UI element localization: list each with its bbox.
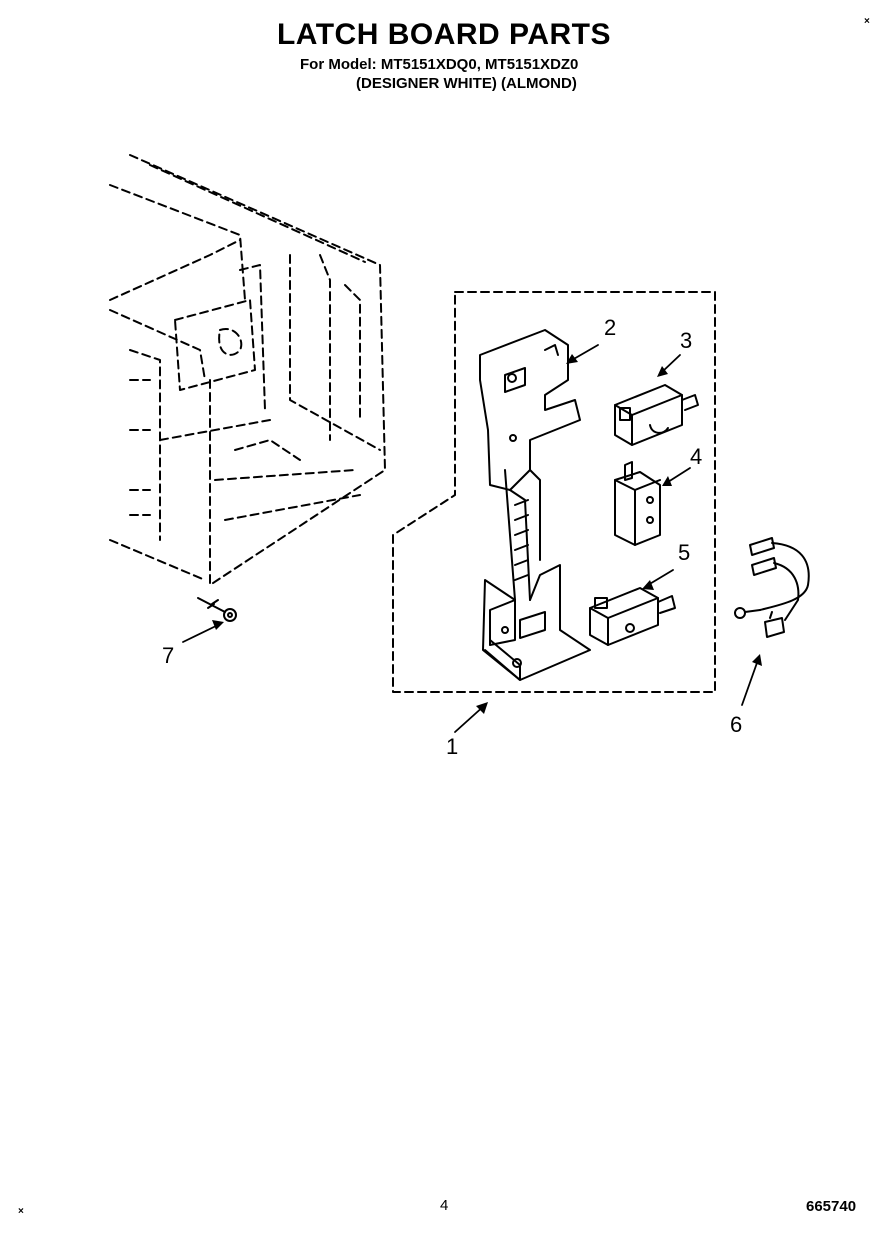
corner-mark-top-right: × bbox=[864, 16, 870, 27]
switch-part-5 bbox=[589, 587, 676, 646]
callout-numbers: 1 2 3 4 5 6 7 bbox=[162, 315, 742, 759]
variant-line: (DESIGNER WHITE) (ALMOND) bbox=[356, 75, 577, 92]
switch-part-4 bbox=[614, 461, 661, 546]
page-title: LATCH BOARD PARTS bbox=[276, 18, 612, 51]
wire-harness-part bbox=[734, 537, 810, 638]
callout-5: 5 bbox=[678, 540, 690, 565]
callout-7: 7 bbox=[162, 643, 174, 668]
callout-6: 6 bbox=[730, 712, 742, 737]
callout-2: 2 bbox=[604, 315, 616, 340]
model-line: For Model: MT5151XDQ0, MT5151XDZ0 bbox=[300, 56, 579, 73]
screw-part bbox=[197, 597, 237, 622]
corner-mark-bottom-left: × bbox=[18, 1206, 24, 1217]
document-number: 665740 bbox=[806, 1198, 857, 1215]
page-number: 4 bbox=[440, 1197, 449, 1214]
callout-arrowheads bbox=[212, 354, 762, 714]
latch-board-part bbox=[479, 329, 591, 681]
callout-leaders bbox=[182, 344, 759, 733]
assembly-group-box bbox=[392, 291, 716, 693]
callout-1: 1 bbox=[446, 734, 458, 759]
cavity-outline bbox=[109, 154, 386, 586]
switch-part-3 bbox=[614, 384, 699, 446]
callout-3: 3 bbox=[680, 328, 692, 353]
callout-4: 4 bbox=[690, 444, 702, 469]
